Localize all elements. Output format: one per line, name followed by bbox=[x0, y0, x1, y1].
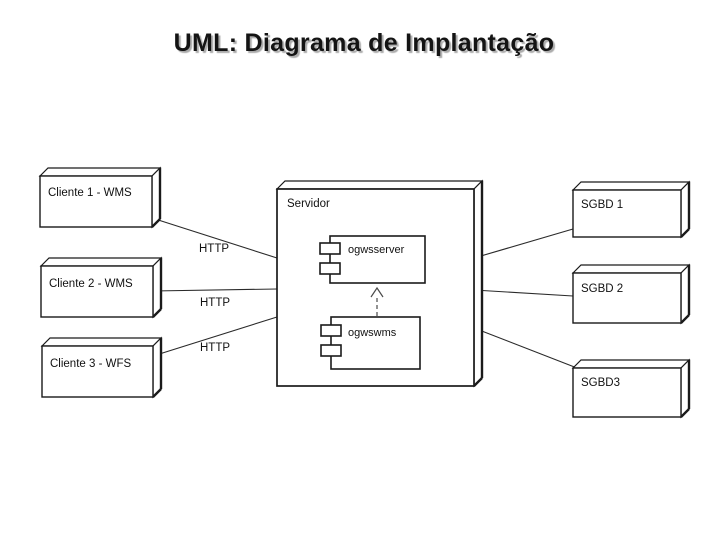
component-tab-icon bbox=[319, 242, 341, 255]
node-servidor-label: Servidor bbox=[287, 198, 330, 210]
component-tab-icon bbox=[319, 262, 341, 275]
component-ogwswms: ogwswms bbox=[320, 316, 421, 370]
node-sgbd-3: SGBD3 bbox=[571, 358, 691, 419]
component-ogwswms-label: ogwswms bbox=[348, 327, 397, 339]
connection-cliente1-servidor bbox=[151, 217, 278, 259]
component-tab-icon bbox=[320, 344, 342, 357]
node-cliente-2: Cliente 2 - WMS bbox=[39, 256, 163, 319]
node-sgbd-1: SGBD 1 bbox=[571, 180, 691, 239]
component-ogwsserver-label: ogwsserver bbox=[348, 244, 405, 256]
node-cliente-3-label: Cliente 3 - WFS bbox=[50, 358, 131, 370]
node-cliente-1: Cliente 1 - WMS bbox=[38, 166, 162, 229]
http-label-1: HTTP bbox=[199, 243, 229, 255]
connection-cliente2-servidor bbox=[152, 288, 278, 292]
node-servidor: Servidor ogwsserver ogwswms bbox=[275, 179, 484, 388]
connection-servidor-sgbd1 bbox=[473, 228, 574, 259]
slide-title: UML: Diagrama de Implantação bbox=[173, 29, 555, 57]
node-sgbd-3-label: SGBD3 bbox=[581, 377, 620, 389]
connection-cliente3-servidor bbox=[152, 316, 278, 357]
http-label-2: HTTP bbox=[200, 297, 230, 309]
component-tab-icon bbox=[320, 324, 342, 337]
node-cliente-2-label: Cliente 2 - WMS bbox=[49, 278, 133, 290]
component-ogwsserver: ogwsserver bbox=[319, 235, 426, 284]
node-cliente-1-label: Cliente 1 - WMS bbox=[48, 187, 132, 199]
connections-right bbox=[473, 228, 578, 369]
connection-servidor-sgbd3 bbox=[473, 327, 578, 369]
arrowhead-icon bbox=[370, 286, 384, 298]
node-sgbd-1-label: SGBD 1 bbox=[581, 199, 623, 211]
node-sgbd-2-label: SGBD 2 bbox=[581, 283, 623, 295]
node-sgbd-2: SGBD 2 bbox=[571, 263, 691, 325]
connection-servidor-sgbd2 bbox=[473, 289, 574, 297]
dependency-arrow bbox=[370, 286, 384, 316]
node-cliente-3: Cliente 3 - WFS bbox=[40, 336, 163, 399]
http-label-3: HTTP bbox=[200, 342, 230, 354]
connections-left: HTTP HTTP HTTP bbox=[151, 217, 278, 357]
